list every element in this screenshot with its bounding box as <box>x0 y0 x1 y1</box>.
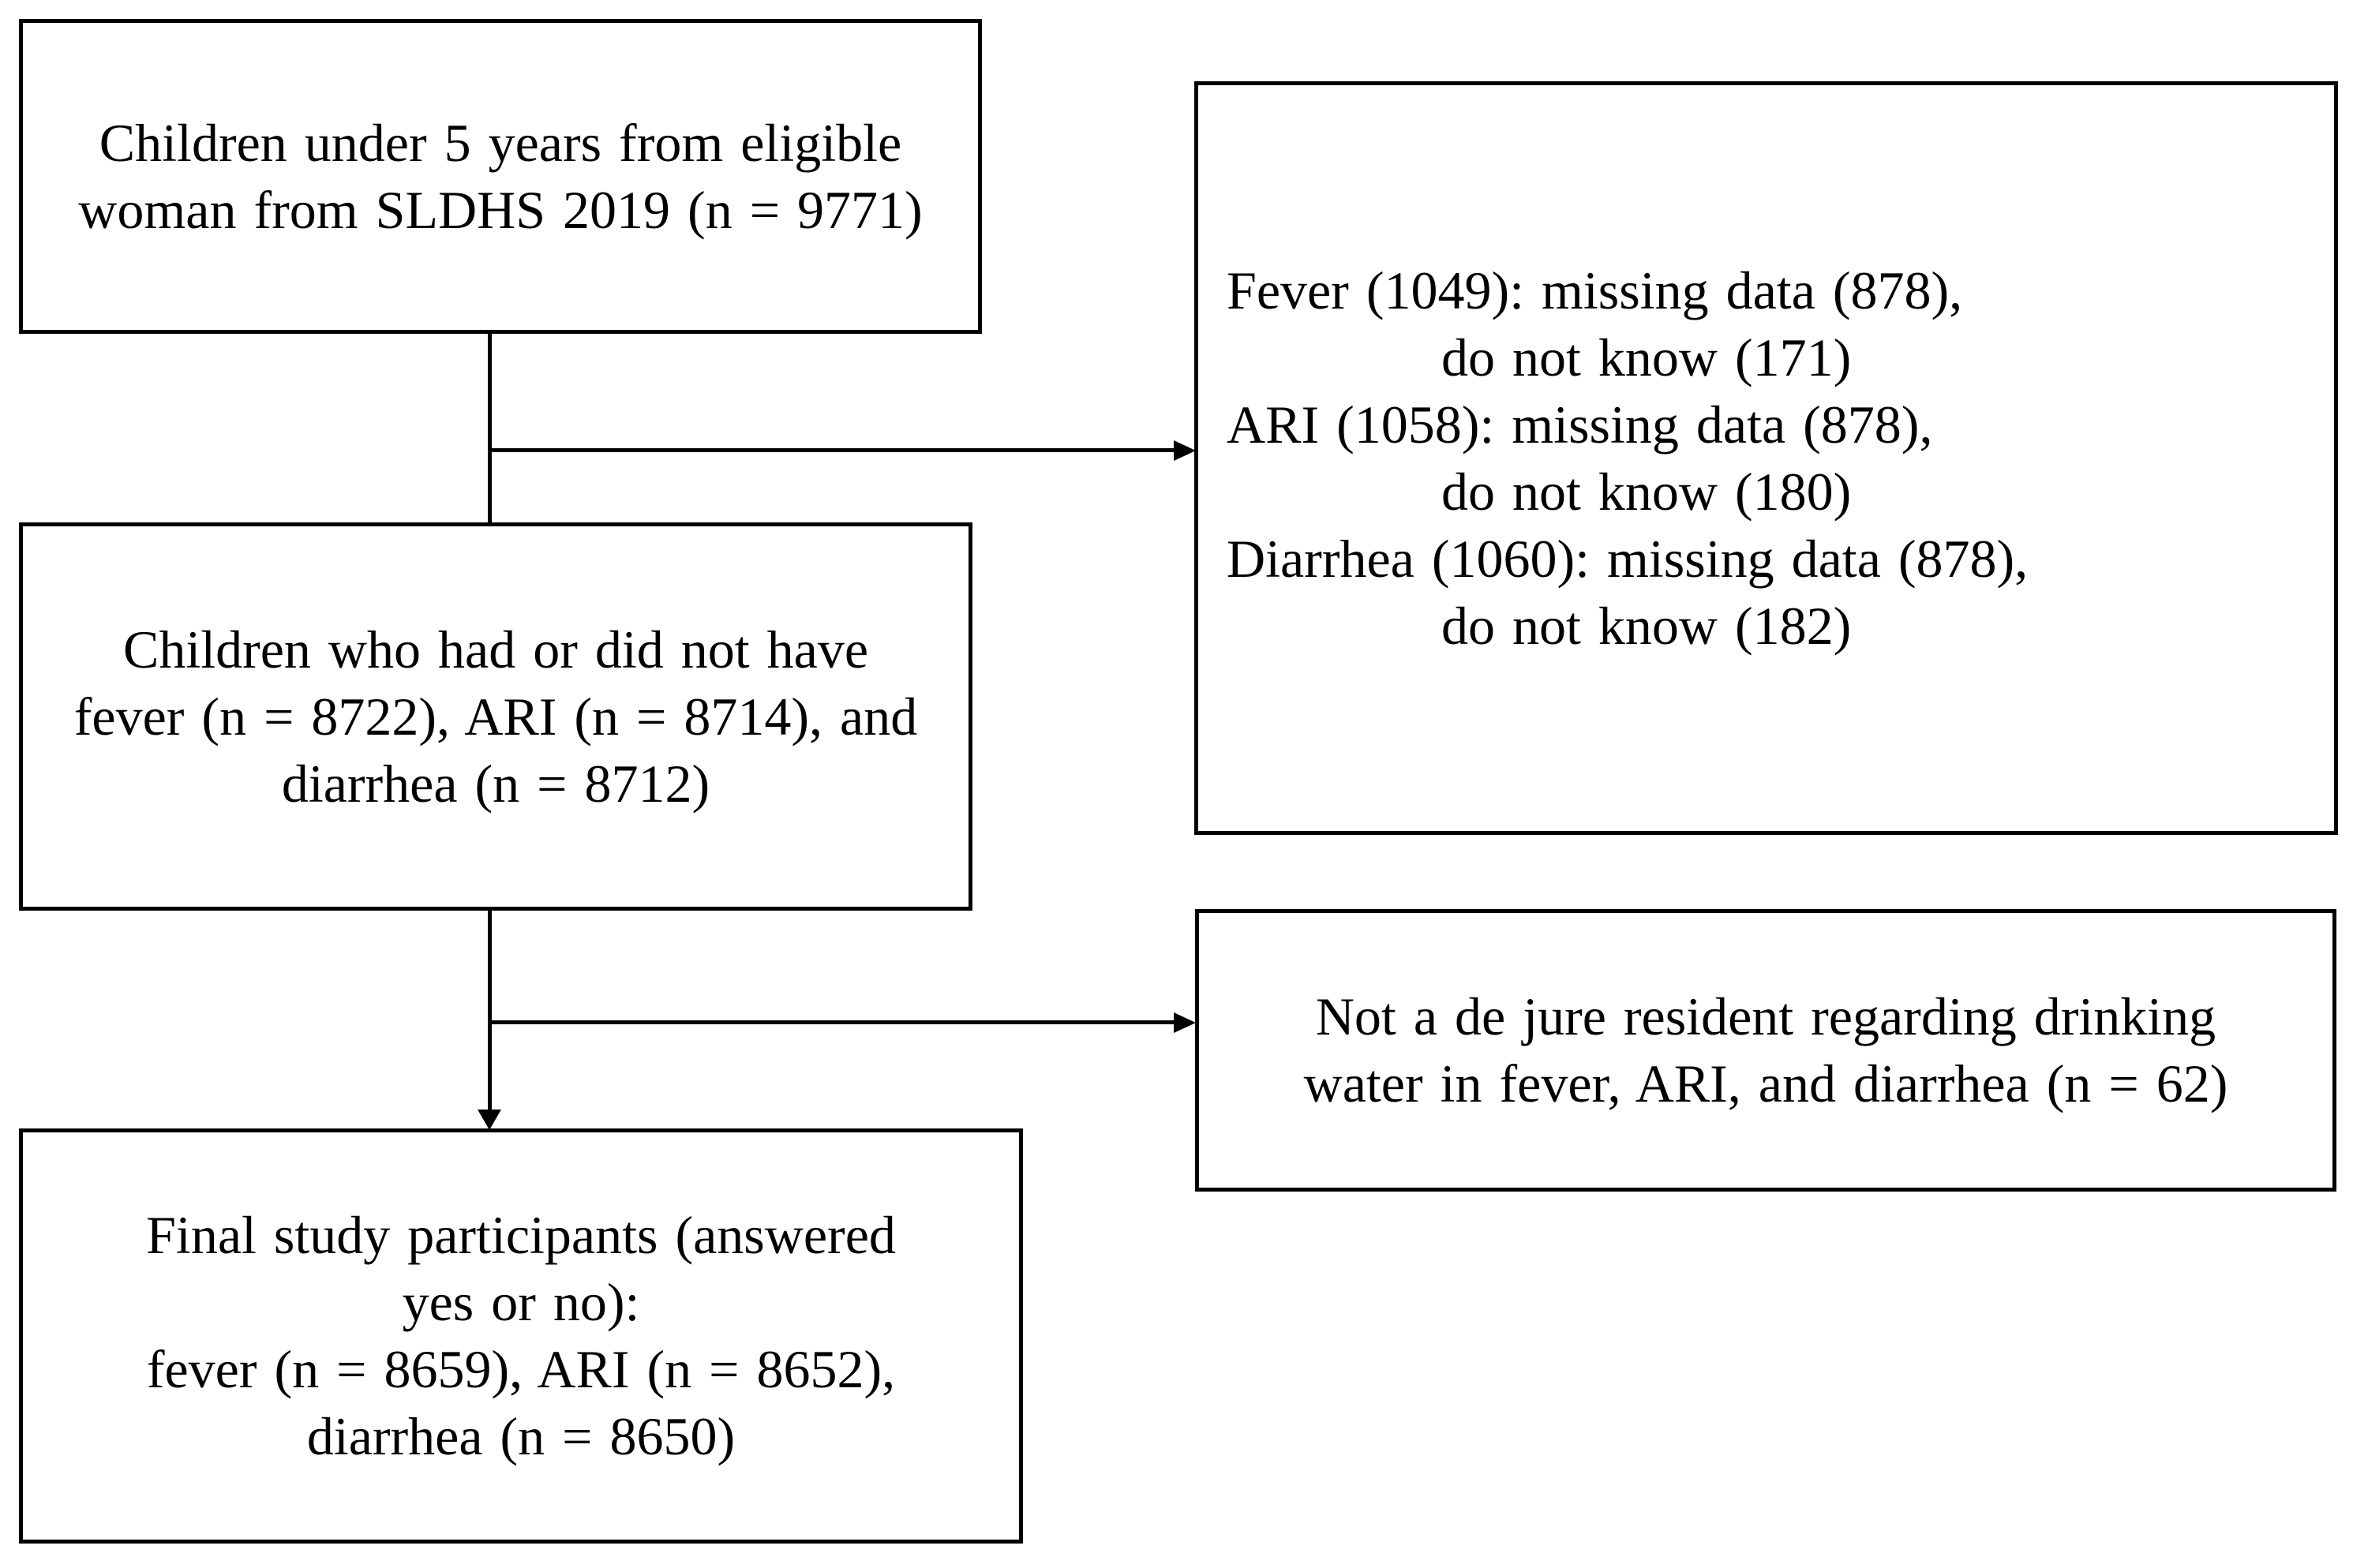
box-excluded-missing-data: Fever (1049): missing data (878), do not… <box>1194 81 2338 835</box>
box-jure-line-1: Not a de jure resident regarding drinkin… <box>1315 986 2216 1046</box>
excluded-diarrhea-sub: do not know (182) <box>1441 595 1852 656</box>
box-final-line-2: yes or no): <box>402 1272 640 1332</box>
arrowhead-to-de-jure-icon <box>1174 1012 1196 1033</box>
connector-branch-to-missing-line <box>488 448 1174 452</box>
excluded-diarrhea-main: Diarrhea (1060): missing data (878), <box>1227 528 2029 589</box>
box-source-text: Children under 5 years from eligible wom… <box>78 110 922 244</box>
box-final-line-4: diarrhea (n = 8650) <box>306 1406 736 1466</box>
excluded-fever-sub: do not know (171) <box>1441 327 1852 387</box>
connector-branch-to-de-jure-line <box>488 1020 1174 1024</box>
excluded-ari-main: ARI (1058): missing data (878), <box>1227 394 1933 455</box>
box-excluded-missing-text: Fever (1049): missing data (878), do not… <box>1227 257 2028 660</box>
box-children-symptom-status: Children who had or did not have fever (… <box>19 522 972 911</box>
box-children-line-2: fever (n = 8722), ARI (n = 8714), and <box>73 686 918 747</box>
box-source-line-2: woman from SLDHS 2019 (n = 9771) <box>78 179 923 240</box>
box-excluded-not-de-jure: Not a de jure resident regarding drinkin… <box>1195 909 2336 1192</box>
box-children-symptom-text: Children who had or did not have fever (… <box>74 616 917 818</box>
box-final-participants-text: Final study participants (answered yes o… <box>146 1202 896 1470</box>
arrowhead-to-missing-icon <box>1174 440 1196 461</box>
box-final-line-3: fever (n = 8659), ARI (n = 8652), <box>146 1339 896 1399</box>
excluded-fever-main: Fever (1049): missing data (878), <box>1227 260 1963 320</box>
box-children-line-1: Children who had or did not have <box>122 619 869 679</box>
box-source-line-1: Children under 5 years from eligible <box>99 112 902 173</box>
box-final-participants: Final study participants (answered yes o… <box>19 1128 1023 1544</box>
connector-eligible-to-final-line <box>488 911 492 1113</box>
box-children-line-3: diarrhea (n = 8712) <box>281 753 710 814</box>
arrowhead-to-final-icon <box>478 1110 501 1130</box>
box-jure-line-2: water in fever, ARI, and diarrhea (n = 6… <box>1303 1053 2228 1113</box>
box-excluded-not-de-jure-text: Not a de jure resident regarding drinkin… <box>1304 983 2228 1117</box>
connector-source-to-eligible-line <box>488 334 492 522</box>
box-source-population: Children under 5 years from eligible wom… <box>19 19 982 334</box>
excluded-ari-sub: do not know (180) <box>1441 461 1852 522</box>
box-final-line-1: Final study participants (answered <box>146 1205 896 1265</box>
